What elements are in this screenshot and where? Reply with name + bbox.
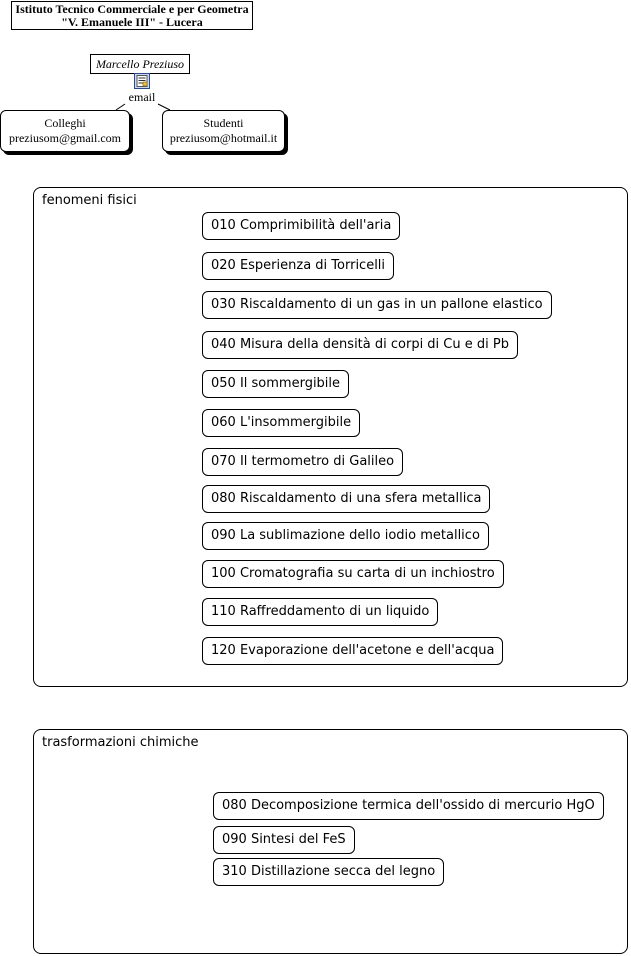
experiment-item[interactable]: 110 Raffreddamento di un liquido (202, 598, 439, 626)
experiment-item[interactable]: 080 Riscaldamento di una sfera metallica (202, 485, 491, 513)
experiment-item[interactable]: 010 Comprimibilità dell'aria (202, 212, 401, 240)
experiment-item[interactable]: 100 Cromatografia su carta di un inchios… (202, 560, 504, 588)
experiment-item[interactable]: 120 Evaporazione dell'acetone e dell'acq… (202, 637, 504, 665)
contact-group-label: Studenti (203, 116, 244, 130)
experiment-item[interactable]: 310 Distillazione secca del legno (213, 858, 445, 886)
experiment-item[interactable]: 030 Riscaldamento di un gas in un pallon… (202, 291, 552, 319)
contact-email-address: preziusom@hotmail.it (169, 131, 278, 145)
experiment-item[interactable]: 090 La sublimazione dello iodio metallic… (202, 522, 489, 550)
school-location: "V. Emanuele III" - Lucera (61, 15, 203, 29)
contact-group-label: Colleghi (44, 116, 86, 130)
contact-email-address: preziusom@gmail.com (8, 131, 122, 145)
connector-lines (115, 103, 171, 111)
section-title: trasformazioni chimiche (42, 735, 199, 750)
email-label: email (128, 90, 156, 104)
experiment-item[interactable]: 060 L'insommergibile (202, 409, 361, 437)
section-fenomeni-fisici: fenomeni fisici (33, 187, 628, 687)
section-title: fenomeni fisici (42, 193, 137, 208)
experiment-item[interactable]: 050 Il sommergibile (202, 370, 350, 398)
experiment-item[interactable]: 040 Misura della densità di corpi di Cu … (202, 331, 518, 359)
author-name: Marcello Preziuso (90, 54, 190, 74)
contact-studenti[interactable]: Studenti preziusom@hotmail.it (162, 110, 285, 152)
school-name: Istituto Tecnico Commerciale e per Geome… (15, 2, 249, 16)
experiment-item[interactable]: 020 Esperienza di Torricelli (202, 252, 395, 280)
experiment-item[interactable]: 090 Sintesi del FeS (213, 826, 355, 854)
contact-colleghi[interactable]: Colleghi preziusom@gmail.com (0, 110, 130, 152)
email-note-icon[interactable] (134, 73, 150, 89)
section-trasformazioni-chimiche: trasformazioni chimiche (33, 729, 628, 954)
experiment-item[interactable]: 080 Decomposizione termica dell'ossido d… (213, 792, 604, 820)
school-header: Istituto Tecnico Commerciale e per Geome… (11, 1, 253, 30)
experiment-item[interactable]: 070 Il termometro di Galileo (202, 448, 404, 476)
